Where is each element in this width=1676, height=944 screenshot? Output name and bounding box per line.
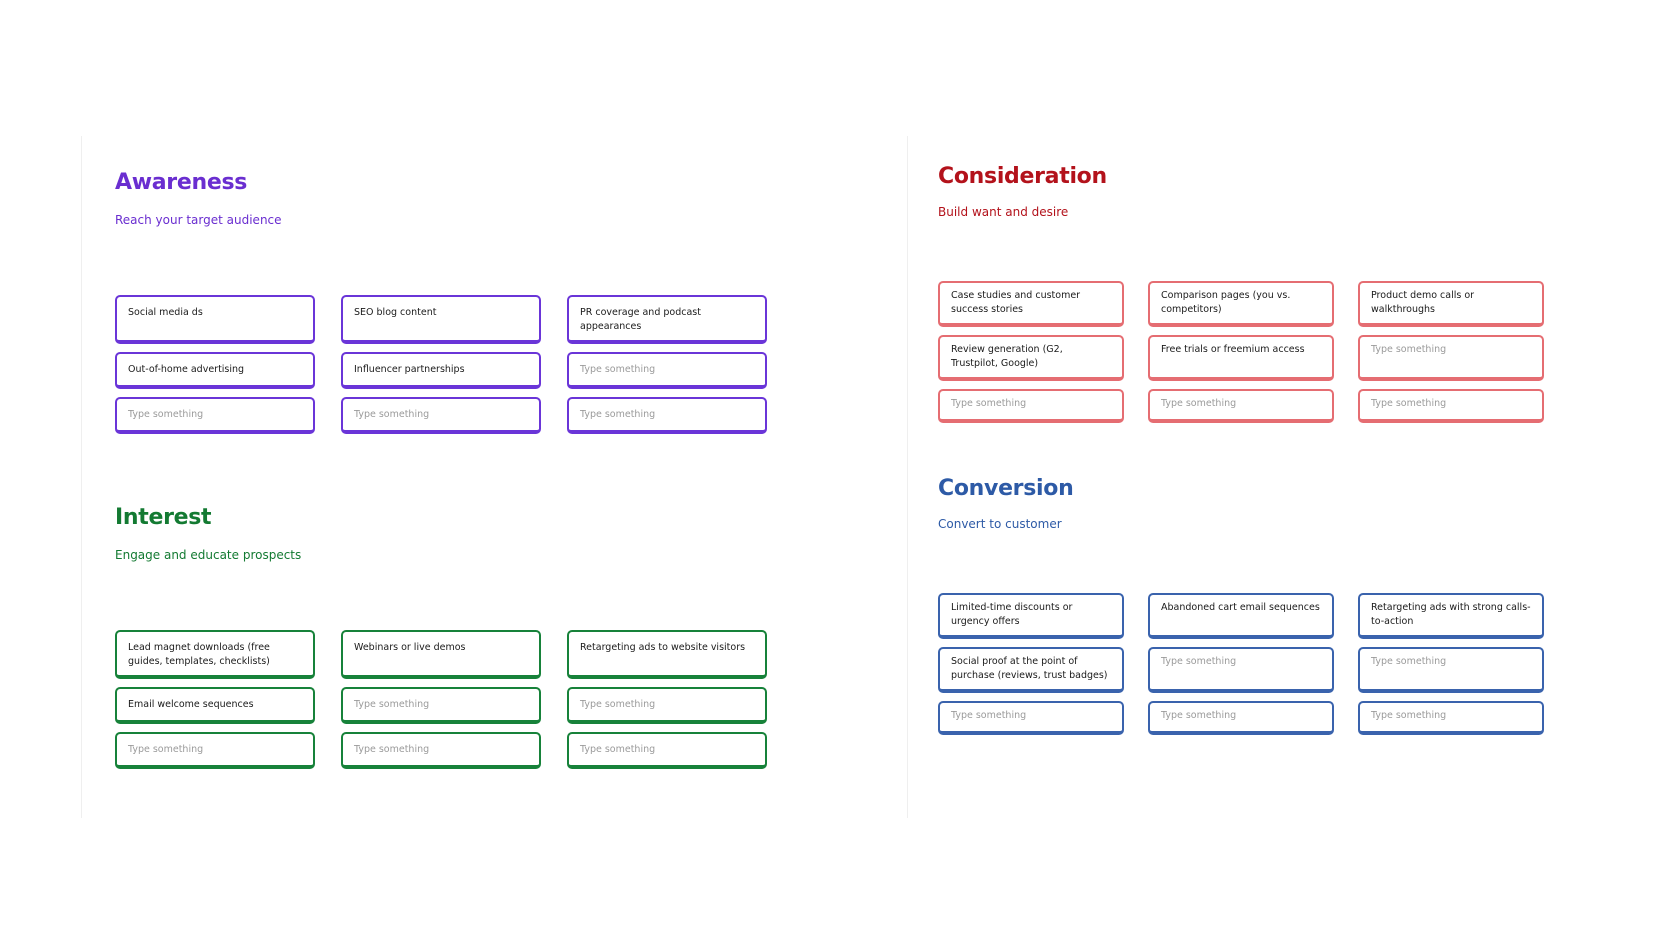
awareness-card[interactable]: Type something — [567, 352, 767, 389]
conversion-card[interactable]: Type something — [1358, 701, 1544, 735]
conversion-title: Conversion — [938, 476, 1074, 501]
interest-card[interactable]: Webinars or live demos — [341, 630, 541, 679]
awareness-card[interactable]: SEO blog content — [341, 295, 541, 344]
consideration-title: Consideration — [938, 164, 1107, 189]
conversion-card[interactable]: Type something — [1358, 647, 1544, 693]
interest-card[interactable]: Type something — [567, 687, 767, 724]
center-divider — [907, 136, 908, 818]
conversion-card[interactable]: Type something — [1148, 647, 1334, 693]
consideration-card[interactable]: Case studies and customer success storie… — [938, 281, 1124, 327]
interest-card[interactable]: Type something — [567, 732, 767, 769]
interest-card-grid: Lead magnet downloads (free guides, temp… — [115, 630, 767, 769]
consideration-card[interactable]: Comparison pages (you vs. competitors) — [1148, 281, 1334, 327]
awareness-subtitle: Reach your target audience — [115, 213, 282, 227]
interest-card[interactable]: Type something — [341, 732, 541, 769]
awareness-title: Awareness — [115, 170, 248, 195]
interest-title: Interest — [115, 505, 212, 530]
interest-card[interactable]: Type something — [115, 732, 315, 769]
awareness-card[interactable]: Social media ds — [115, 295, 315, 344]
consideration-card[interactable]: Review generation (G2, Trustpilot, Googl… — [938, 335, 1124, 381]
consideration-card[interactable]: Type something — [938, 389, 1124, 423]
consideration-card[interactable]: Type something — [1358, 389, 1544, 423]
awareness-card-grid: Social media ds SEO blog content PR covera… — [115, 295, 767, 434]
interest-card[interactable]: Lead magnet downloads (free guides, temp… — [115, 630, 315, 679]
conversion-subtitle: Convert to customer — [938, 517, 1062, 531]
consideration-card[interactable]: Type something — [1148, 389, 1334, 423]
awareness-card[interactable]: Type something — [567, 397, 767, 434]
awareness-card[interactable]: Influencer partnerships — [341, 352, 541, 389]
conversion-card-grid: Limited-time discounts or urgency offers… — [938, 593, 1544, 735]
conversion-card[interactable]: Limited-time discounts or urgency offers — [938, 593, 1124, 639]
consideration-card-grid: Case studies and customer success storie… — [938, 281, 1544, 423]
left-frame-edge — [81, 136, 82, 818]
interest-subtitle: Engage and educate prospects — [115, 548, 302, 562]
interest-card[interactable]: Email welcome sequences — [115, 687, 315, 724]
awareness-card[interactable]: PR coverage and podcast appearances — [567, 295, 767, 344]
consideration-card[interactable]: Product demo calls or walkthroughs — [1358, 281, 1544, 327]
conversion-card[interactable]: Type something — [938, 701, 1124, 735]
awareness-card[interactable]: Type something — [341, 397, 541, 434]
awareness-card[interactable]: Type something — [115, 397, 315, 434]
conversion-card[interactable]: Retargeting ads with strong calls-to-act… — [1358, 593, 1544, 639]
awareness-card[interactable]: Out-of-home advertising — [115, 352, 315, 389]
conversion-card[interactable]: Abandoned cart email sequences — [1148, 593, 1334, 639]
consideration-card[interactable]: Free trials or freemium access — [1148, 335, 1334, 381]
interest-card[interactable]: Type something — [341, 687, 541, 724]
consideration-card[interactable]: Type something — [1358, 335, 1544, 381]
consideration-subtitle: Build want and desire — [938, 205, 1069, 219]
conversion-card[interactable]: Type something — [1148, 701, 1334, 735]
conversion-card[interactable]: Social proof at the point of purchase (r… — [938, 647, 1124, 693]
interest-card[interactable]: Retargeting ads to website visitors — [567, 630, 767, 679]
